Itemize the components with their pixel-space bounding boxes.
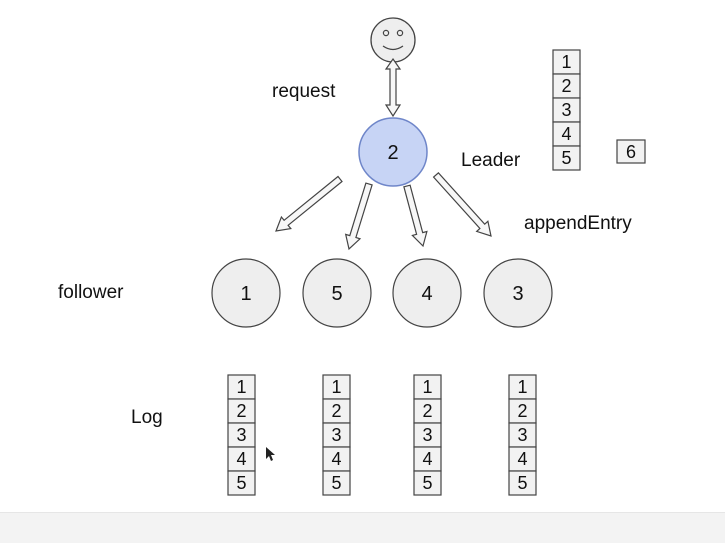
follower-log-value: 1: [236, 377, 246, 397]
mouse-cursor-icon: [266, 447, 275, 461]
follower-log-value: 2: [422, 401, 432, 421]
append-entry-arrow: [275, 175, 343, 232]
follower-log-entry: 5: [413, 470, 442, 496]
follower-log-entry: 2: [322, 398, 351, 424]
leader-log: 1 2 3 4 5: [552, 49, 581, 171]
follower-log-entry: 1: [508, 374, 537, 400]
follower-log-entry: 4: [322, 446, 351, 472]
follower-log-entry: 1: [227, 374, 256, 400]
leader-log-value: 5: [561, 148, 571, 168]
follower-log-value: 3: [236, 425, 246, 445]
append-entry-label: appendEntry: [524, 213, 632, 234]
follower-node-label: 3: [512, 283, 523, 305]
follower-log-value: 3: [422, 425, 432, 445]
follower-log-entry: 5: [227, 470, 256, 496]
follower-log-entry: 3: [322, 422, 351, 448]
follower-log-value: 2: [331, 401, 341, 421]
follower-log-entry: 2: [413, 398, 442, 424]
follower-log-entry: 3: [227, 422, 256, 448]
follower-log: 1 2 3 4 5: [508, 374, 537, 496]
leader-node-label: 2: [387, 142, 398, 164]
follower-node: 3: [483, 258, 553, 328]
request-label: request: [272, 81, 336, 102]
pending-entry-value: 6: [626, 142, 636, 162]
follower-log-entry: 1: [413, 374, 442, 400]
follower-log-value: 5: [517, 473, 527, 493]
follower-log-value: 1: [517, 377, 527, 397]
follower-log-value: 4: [236, 449, 246, 469]
follower-log: 1 2 3 4 5: [227, 374, 256, 496]
follower-log-entry: 3: [413, 422, 442, 448]
follower-log-entry: 5: [322, 470, 351, 496]
follower-log-entry: 2: [508, 398, 537, 424]
follower-log-value: 5: [422, 473, 432, 493]
follower-log: 1 2 3 4 5: [413, 374, 442, 496]
follower-log-entry: 4: [227, 446, 256, 472]
log-label: Log: [131, 407, 163, 428]
follower-log-value: 2: [236, 401, 246, 421]
leader-log-entry: 4: [552, 121, 581, 147]
follower-log-entry: 4: [413, 446, 442, 472]
follower-log: 1 2 3 4 5: [322, 374, 351, 496]
follower-log-value: 2: [517, 401, 527, 421]
follower-node: 4: [392, 258, 462, 328]
follower-log-entry: 4: [508, 446, 537, 472]
follower-node: 1: [211, 258, 281, 328]
request-double-arrow: [384, 57, 402, 118]
client-smiley-icon: [370, 17, 416, 63]
pending-entry: 6: [616, 139, 646, 164]
follower-log-entry: 3: [508, 422, 537, 448]
follower-node-label: 5: [331, 283, 342, 305]
follower-log-value: 4: [422, 449, 432, 469]
follower-log-entry: 2: [227, 398, 256, 424]
follower-log-value: 1: [422, 377, 432, 397]
leader-log-value: 1: [561, 52, 571, 72]
follower-log-value: 5: [236, 473, 246, 493]
leader-log-entry: 3: [552, 97, 581, 123]
follower-log-value: 3: [517, 425, 527, 445]
follower-log-value: 1: [331, 377, 341, 397]
leader-log-value: 3: [561, 100, 571, 120]
append-entry-arrow: [344, 182, 373, 251]
leader-log-value: 4: [561, 124, 571, 144]
leader-log-entry: 1: [552, 49, 581, 75]
follower-log-value: 5: [331, 473, 341, 493]
follower-node-label: 4: [421, 283, 432, 305]
bottom-bar: [0, 512, 725, 543]
leader-log-value: 2: [561, 76, 571, 96]
leader-log-entry: 5: [552, 145, 581, 171]
follower-log-entry: 5: [508, 470, 537, 496]
follower-node: 5: [302, 258, 372, 328]
follower-label: follower: [58, 282, 124, 303]
leader-label: Leader: [461, 150, 521, 171]
append-entry-arrow: [432, 172, 492, 237]
leader-node: 2: [358, 117, 428, 187]
append-entry-arrows: [275, 172, 492, 251]
follower-logs: 1 2 3 4 5 1 2 3 4 5 1 2 3 4 5 1 2 3 4 5: [227, 374, 537, 496]
leader-log-entry: 2: [552, 73, 581, 99]
follower-log-value: 4: [517, 449, 527, 469]
follower-log-value: 4: [331, 449, 341, 469]
append-entry-arrow: [403, 184, 428, 248]
follower-log-entry: 1: [322, 374, 351, 400]
follower-log-value: 3: [331, 425, 341, 445]
follower-node-label: 1: [240, 283, 251, 305]
